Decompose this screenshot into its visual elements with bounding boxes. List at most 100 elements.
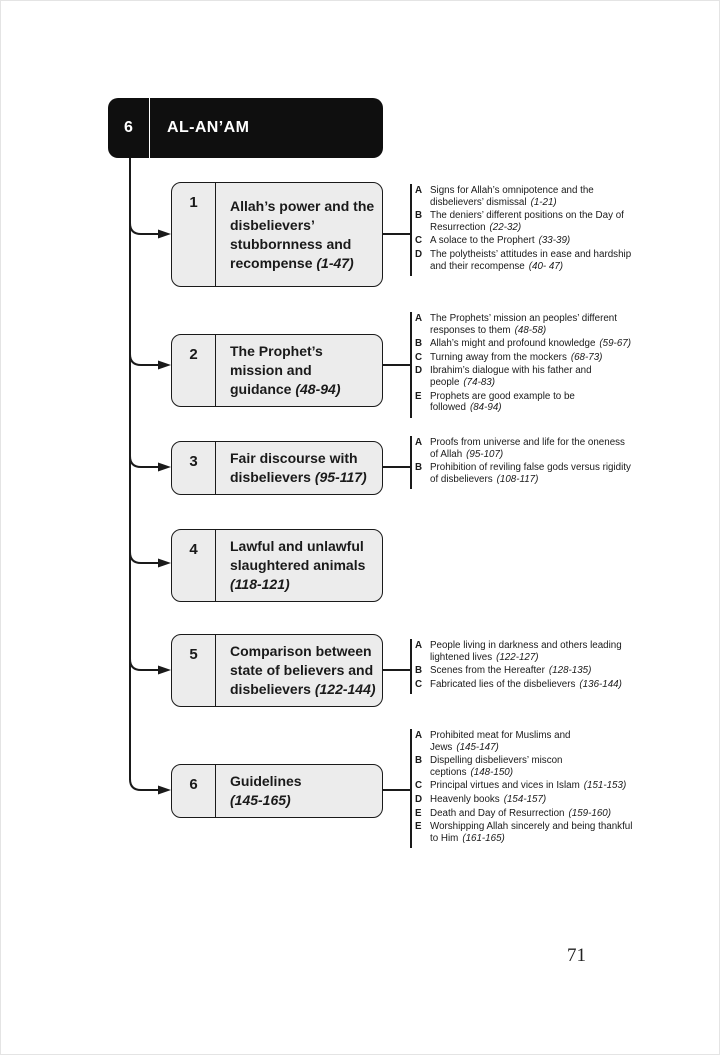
subsection-item: E Worshipping Allah sincerely and being … bbox=[415, 821, 634, 844]
section-title: Guidelines (145-165) bbox=[216, 765, 382, 817]
subsection-text: Allah’s might and profound knowledge(59-… bbox=[430, 338, 631, 350]
chapter-header: 6 AL-AN’AM bbox=[108, 98, 383, 158]
subsection-verse-range: (1-21) bbox=[530, 196, 557, 208]
subsection-text: Turning away from the mockers(68-73) bbox=[430, 351, 603, 363]
section-box-1: 1 Allah’s power and the disbelievers’ st… bbox=[171, 182, 383, 287]
section-number: 1 bbox=[172, 183, 216, 286]
subsection-letter: B bbox=[415, 462, 423, 474]
subsection-verse-range: (22-32) bbox=[489, 221, 522, 233]
subsection-item: B Scenes from the Hereafter(128-135) bbox=[415, 665, 634, 677]
subsection-item: C Principal virtues and vices in Islam(1… bbox=[415, 780, 634, 792]
subsection-item: A Prohibited meat for Muslims and Jews(1… bbox=[415, 730, 634, 753]
subsection-verse-range: (48-58) bbox=[514, 324, 547, 336]
subsection-verse-range: (161-165) bbox=[462, 832, 505, 844]
subsection-item: C Fabricated lies of the disbelievers(13… bbox=[415, 679, 634, 691]
section-verse-range: (1-47) bbox=[316, 254, 354, 271]
section-title: Comparison between state of believers an… bbox=[216, 635, 382, 706]
subsection-text: Heavenly books(154-157) bbox=[430, 793, 547, 805]
subsection-verse-range: (59-67) bbox=[599, 338, 631, 350]
subsection-text: Worshipping Allah sincerely and being th… bbox=[430, 821, 633, 844]
subsection-text: Scenes from the Hereafter(128-135) bbox=[430, 665, 592, 677]
subsection-text: Prohibition of reviling false gods versu… bbox=[430, 462, 631, 485]
subsection-text: Signs for Allah’s omnipotence and the di… bbox=[430, 185, 594, 208]
subsection-item: A Signs for Allah’s omnipotence and the … bbox=[415, 185, 634, 208]
subsection-verse-range: (95-107) bbox=[466, 448, 504, 460]
subsection-text: Proofs from universe and life for the on… bbox=[430, 437, 625, 460]
subsection-text: Ibrahim’s dialogue with his father and p… bbox=[430, 365, 592, 388]
subsection-item: B Dispelling disbelievers’ miscon ceptio… bbox=[415, 755, 634, 778]
subsection-list-5: A People living in darkness and others l… bbox=[410, 639, 634, 695]
subsection-text: Prohibited meat for Muslims and Jews(145… bbox=[430, 730, 571, 753]
section-verse-range: (122-144) bbox=[314, 681, 376, 697]
subsection-item: C Turning away from the mockers(68-73) bbox=[415, 352, 634, 364]
section-title-text: Comparison between state of believers an… bbox=[230, 643, 374, 697]
subsection-item: A People living in darkness and others l… bbox=[415, 640, 634, 663]
section-box-2: 2 The Prophet’s mission and guidance (48… bbox=[171, 334, 383, 407]
subsection-item: E Prophets are good example to be follow… bbox=[415, 391, 634, 414]
chapter-number: 6 bbox=[108, 98, 150, 158]
subsection-item: B The deniers’ different positions on th… bbox=[415, 210, 634, 233]
section-title: Allah’s power and the disbelievers’ stub… bbox=[216, 183, 382, 286]
subsection-item: C A solace to the Prophert(33-39) bbox=[415, 235, 634, 247]
subsection-text: Prophets are good example to be followed… bbox=[430, 390, 575, 414]
subsection-item: A The Prophets’ mission an peoples’ diff… bbox=[415, 313, 634, 336]
subsection-verse-range: (136-144) bbox=[579, 678, 622, 690]
subsection-text: The deniers’ different positions on the … bbox=[430, 210, 624, 233]
section-title-text: Fair discourse with disbelievers bbox=[230, 450, 358, 485]
subsection-verse-range: (159-160) bbox=[568, 807, 611, 819]
subsection-letter: C bbox=[415, 780, 423, 792]
subsection-item: B Prohibition of reviling false gods ver… bbox=[415, 462, 634, 485]
section-title-text: Guidelines bbox=[230, 773, 302, 789]
subsection-letter: B bbox=[415, 755, 423, 767]
subsection-verse-range: (128-135) bbox=[548, 665, 592, 677]
section-number: 3 bbox=[172, 442, 216, 494]
section-box-6: 6 Guidelines (145-165) bbox=[171, 764, 383, 818]
subsection-text: Dispelling disbelievers’ miscon ceptions… bbox=[430, 755, 563, 778]
section-verse-range: (145-165) bbox=[230, 792, 291, 808]
subsection-verse-range: (122-127) bbox=[496, 651, 539, 663]
subsection-item: D Ibrahim’s dialogue with his father and… bbox=[415, 365, 634, 388]
chapter-title: AL-AN’AM bbox=[167, 119, 250, 136]
page-number: 71 bbox=[567, 945, 586, 966]
subsection-verse-range: (154-157) bbox=[503, 793, 547, 805]
subsection-list-1: A Signs for Allah’s omnipotence and the … bbox=[410, 184, 634, 277]
subsection-text: Fabricated lies of the disbelievers(136-… bbox=[430, 678, 622, 690]
subsection-letter: E bbox=[415, 821, 422, 833]
subsection-verse-range: (84-94) bbox=[469, 402, 502, 414]
subsection-letter: C bbox=[415, 678, 423, 690]
subsection-item: B Allah’s might and profound knowledge(5… bbox=[415, 338, 634, 350]
section-title: Fair discourse with disbelievers (95-117… bbox=[216, 442, 382, 494]
section-box-5: 5 Comparison between state of believers … bbox=[171, 634, 383, 707]
subsection-verse-range: (74-83) bbox=[463, 376, 496, 388]
section-verse-range: (95-117) bbox=[314, 469, 367, 485]
subsection-verse-range: (108-117) bbox=[496, 473, 539, 485]
subsection-letter: C bbox=[415, 351, 423, 363]
subsection-item: D Heavenly books(154-157) bbox=[415, 794, 634, 806]
subsection-list-6: A Prohibited meat for Muslims and Jews(1… bbox=[410, 729, 634, 849]
subsection-letter: D bbox=[415, 248, 423, 260]
subsection-letter: B bbox=[415, 338, 423, 350]
subsection-item: E Death and Day of Resurrection(159-160) bbox=[415, 808, 634, 820]
subsection-letter: D bbox=[415, 793, 423, 805]
subsection-letter: E bbox=[415, 807, 422, 819]
subsection-letter: C bbox=[415, 235, 423, 247]
section-number: 6 bbox=[172, 765, 216, 817]
subsection-letter: A bbox=[415, 730, 423, 741]
subsection-letter: B bbox=[415, 210, 423, 222]
subsection-letter: D bbox=[415, 365, 423, 377]
section-verse-range: (118-121) bbox=[230, 576, 290, 592]
subsection-letter: A bbox=[415, 185, 423, 196]
section-number: 2 bbox=[172, 335, 216, 406]
subsection-list-3: A Proofs from universe and life for the … bbox=[410, 436, 634, 490]
subsection-verse-range: (68-73) bbox=[570, 351, 603, 363]
subsection-list-2: A The Prophets’ mission an peoples’ diff… bbox=[410, 312, 634, 418]
section-title-text: Lawful and unlawful slaughtered animals bbox=[230, 538, 366, 573]
section-title: Lawful and unlawful slaughtered animals … bbox=[216, 530, 382, 601]
subsection-verse-range: (145-147) bbox=[456, 741, 499, 753]
subsection-verse-range: (40- 47) bbox=[528, 260, 564, 272]
subsection-letter: A bbox=[415, 640, 423, 651]
subsection-text: Principal virtues and vices in Islam(151… bbox=[430, 780, 627, 792]
arrowheads bbox=[158, 229, 171, 795]
